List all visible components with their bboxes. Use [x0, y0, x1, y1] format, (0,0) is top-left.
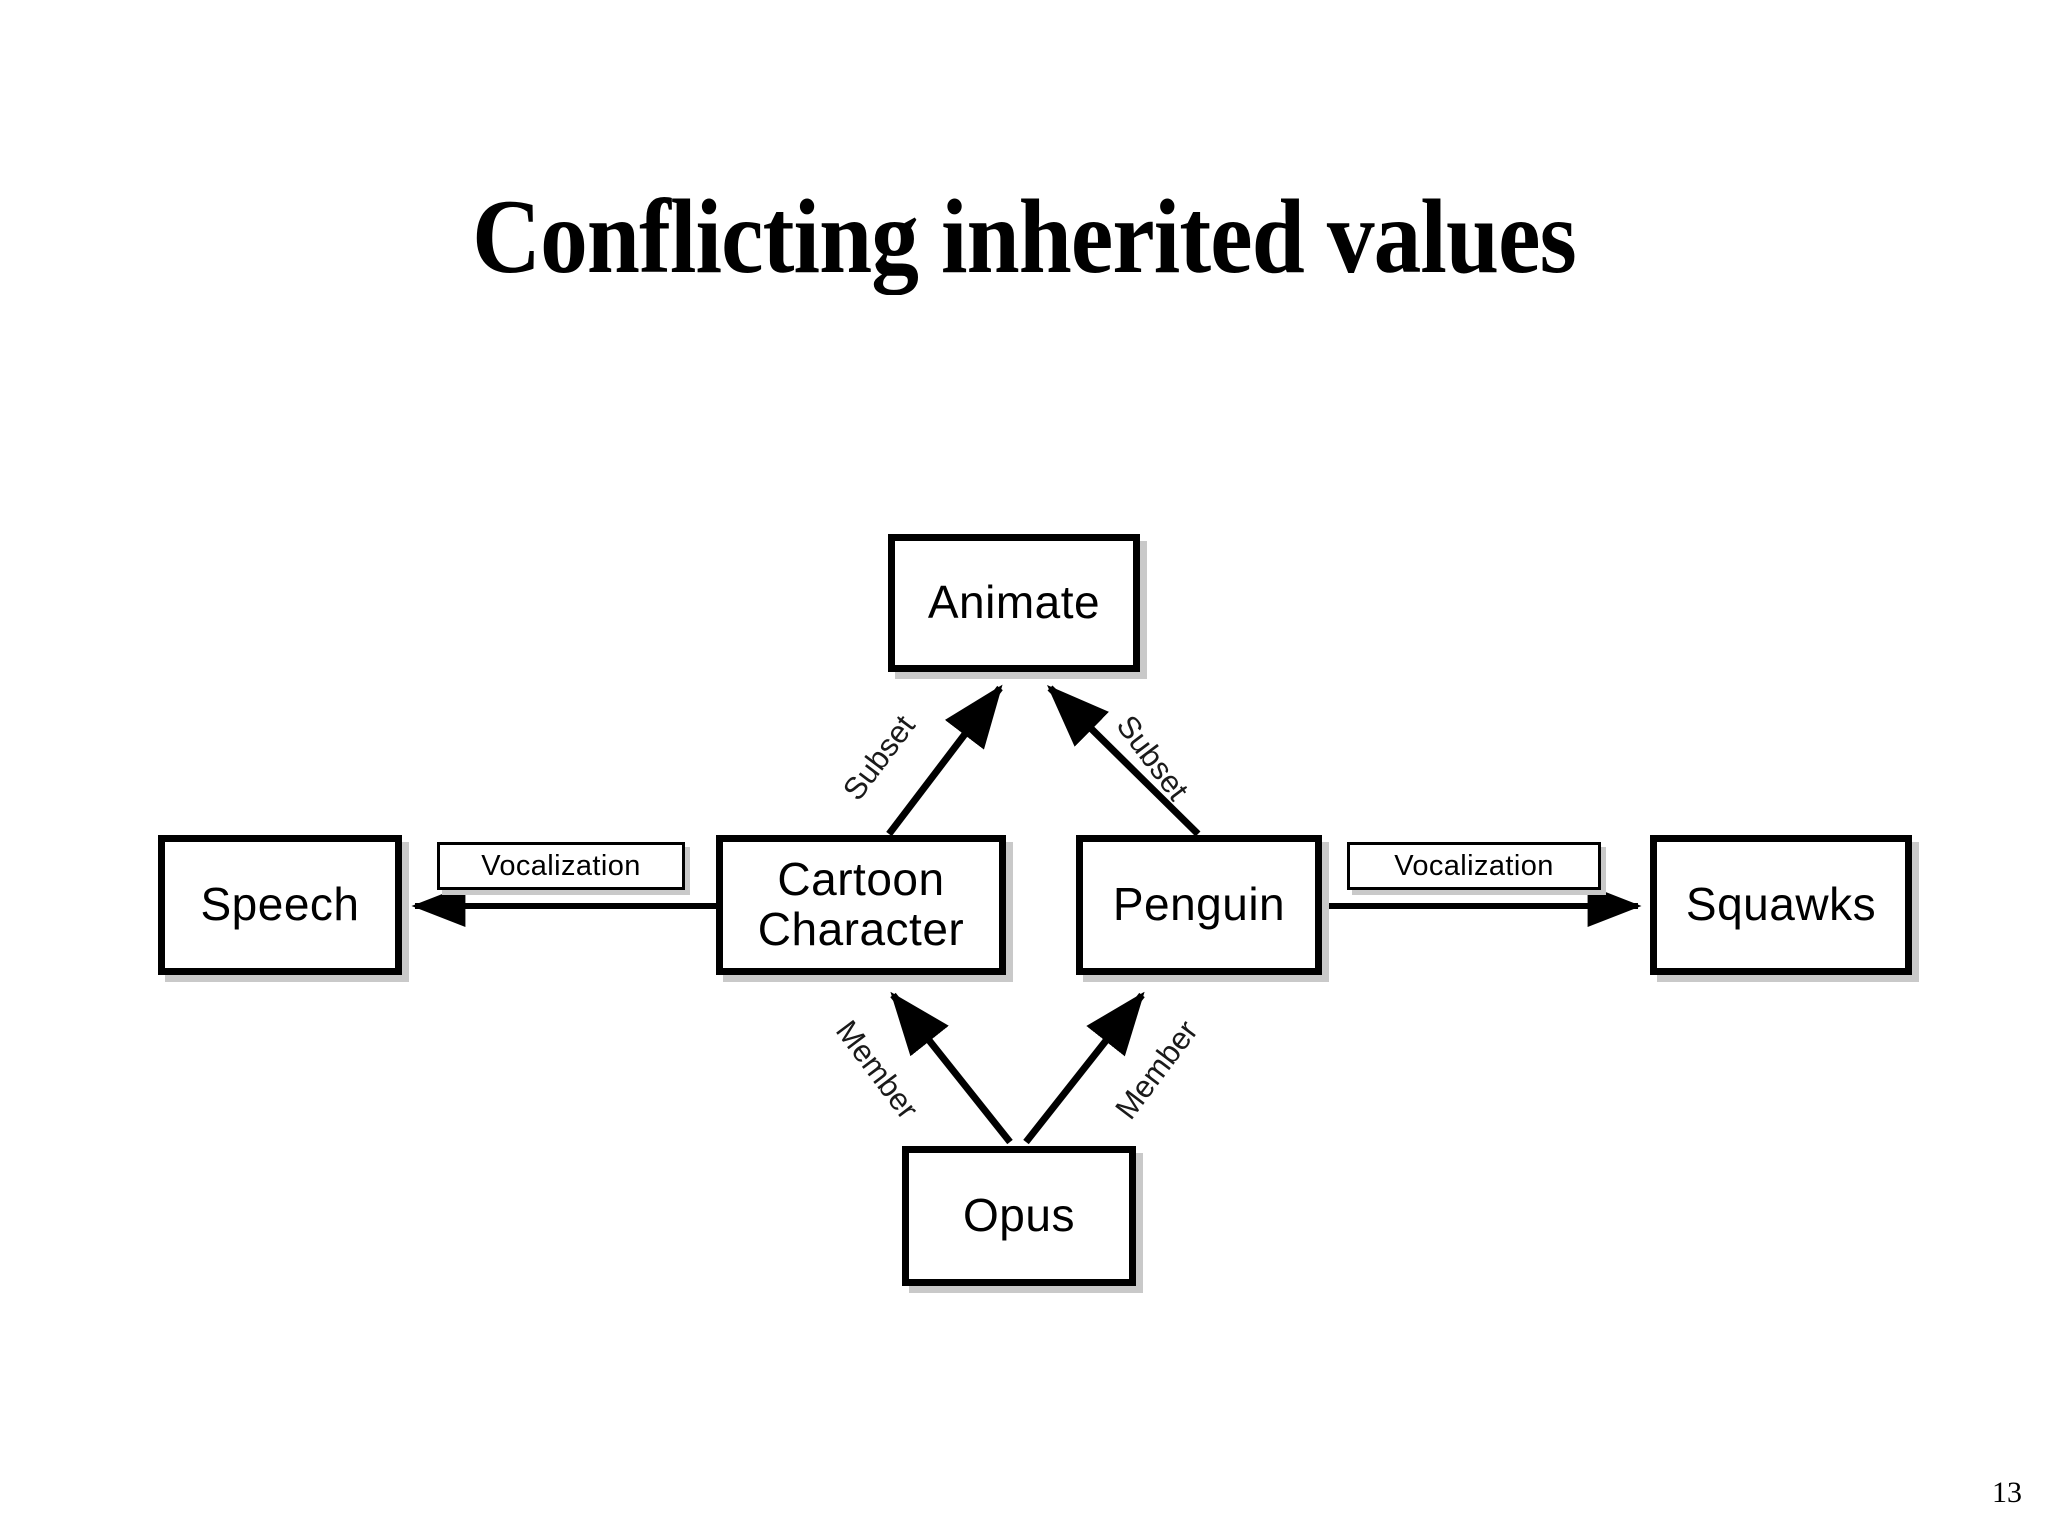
node-penguin-label: Penguin [1112, 878, 1286, 931]
edge-label-vocalization-left-text: Vocalization [481, 849, 641, 882]
page-number: 13 [1992, 1476, 2022, 1509]
page-title: Conflicting inherited values [472, 178, 1577, 295]
node-animate[interactable]: Animate [888, 534, 1140, 672]
node-opus[interactable]: Opus [902, 1146, 1136, 1286]
node-speech-label: Speech [200, 878, 360, 931]
edge-opus-to-penguin [1023, 991, 1145, 1145]
edge-label-subset-left: Subset [835, 708, 922, 807]
edge-label-subset-right: Subset [1109, 708, 1196, 807]
edge-label-vocalization-left: Vocalization [437, 842, 685, 890]
edge-label-member-right: Member [1108, 1013, 1205, 1126]
edge-label-vocalization-right-text: Vocalization [1394, 849, 1554, 882]
node-cartoon-character-label: Cartoon Character [757, 853, 965, 955]
node-squawks-label: Squawks [1685, 878, 1877, 931]
edge-opus-to-cartoon [890, 991, 1013, 1145]
node-penguin[interactable]: Penguin [1076, 835, 1322, 975]
node-speech[interactable]: Speech [158, 835, 402, 975]
node-cartoon-character[interactable]: Cartoon Character [716, 835, 1006, 975]
node-opus-label: Opus [963, 1189, 1075, 1242]
edge-label-member-left: Member [829, 1013, 926, 1126]
edge-label-vocalization-right: Vocalization [1347, 842, 1601, 890]
edge-cartoon-to-animate [886, 684, 1003, 837]
node-animate-label: Animate [927, 576, 1101, 629]
node-squawks[interactable]: Squawks [1650, 835, 1912, 975]
